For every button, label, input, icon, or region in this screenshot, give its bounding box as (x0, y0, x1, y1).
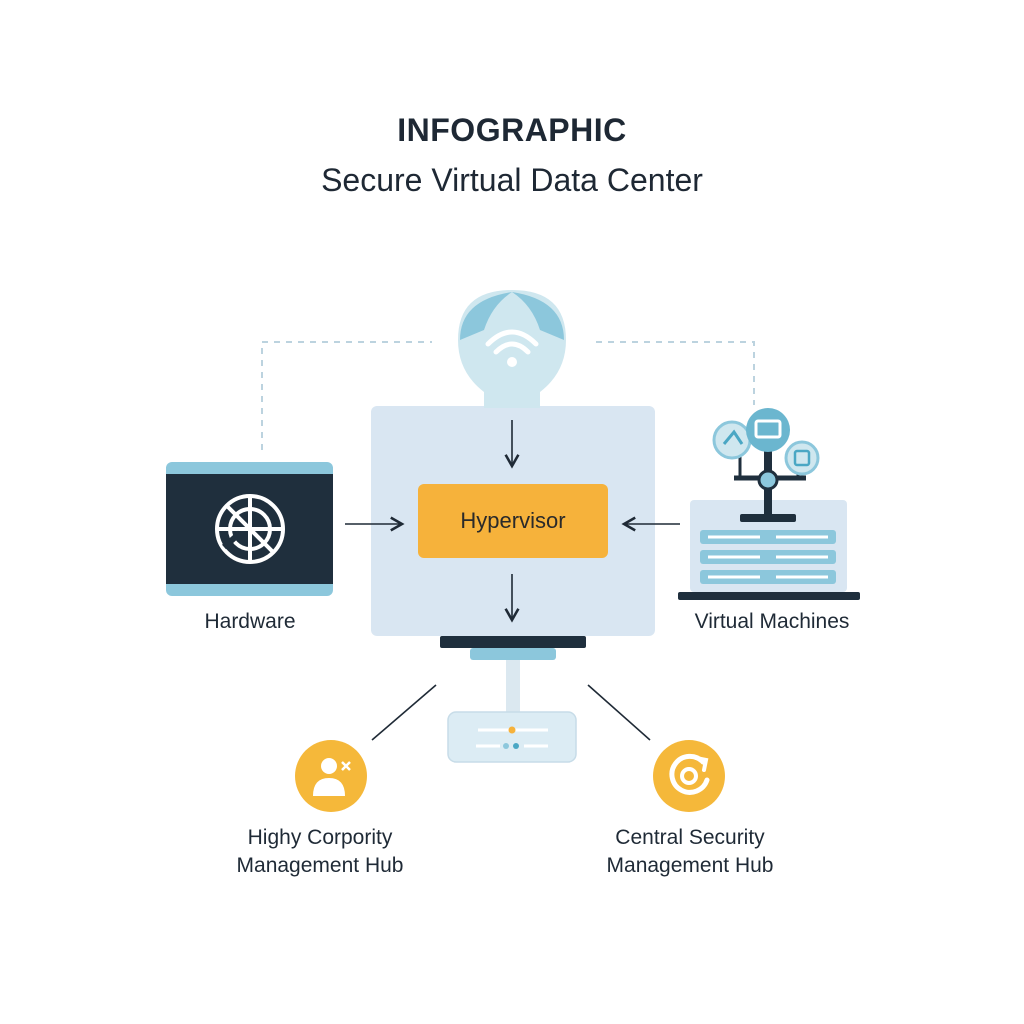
page-subtitle: Secure Virtual Data Center (321, 162, 703, 198)
user-icon (295, 740, 367, 812)
vm-server-rack-icon (700, 530, 836, 584)
left-hub-label: Highy Corpority Management Hub (200, 824, 440, 880)
page-title: INFOGRAPHIC (397, 112, 627, 148)
connector-left-hub (371, 684, 437, 741)
virtual-machines-label: Virtual Machines (694, 610, 850, 633)
dashed-connector-left (261, 341, 432, 450)
hypervisor-label: Hypervisor (460, 508, 566, 533)
hypervisor-base-stand (470, 648, 556, 660)
hypervisor-box (418, 484, 608, 558)
hardware-dial-icon (215, 494, 285, 564)
vm-laptop (678, 500, 860, 600)
right-hub-label: Central Security Management Hub (570, 824, 810, 880)
left-hub-label-line-2: Management Hub (236, 854, 404, 877)
network-switch-icon (447, 711, 577, 763)
right-hub-label-line-2: Management Hub (606, 854, 774, 877)
hypervisor-base-bar (440, 636, 586, 648)
vm-tree-icon (712, 408, 820, 522)
dashed-connector-right (596, 341, 755, 405)
refresh-icon (653, 740, 725, 812)
connector-right-hub (587, 684, 651, 741)
left-hub-label-line-1: Highy Corpority (247, 826, 393, 849)
hypervisor-pole (506, 660, 520, 712)
wifi-cloud-icon (458, 290, 566, 408)
right-hub-label-line-1: Central Security (615, 826, 765, 849)
hardware-label: Hardware (204, 610, 296, 633)
